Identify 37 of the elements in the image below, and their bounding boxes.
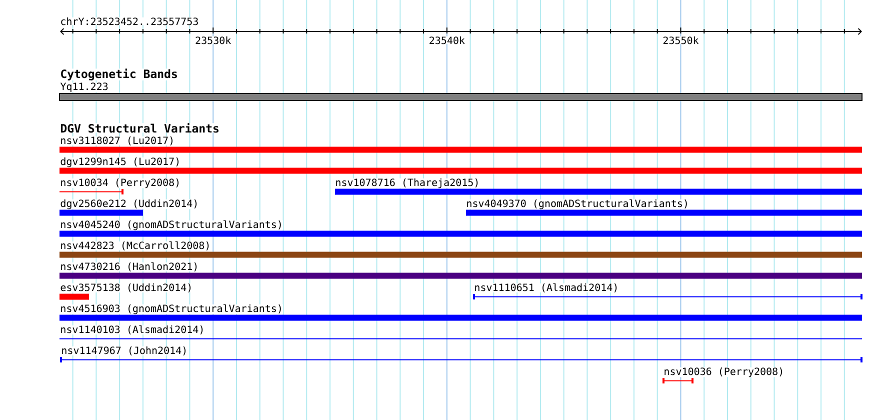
node-label: nsv3118027 (Lu2017) (61, 136, 172, 146)
node-label: esv3575138 (Uddin2014) (60, 283, 191, 292)
node-label: nsv10034 (Perry2008) (61, 178, 179, 188)
variant-bar: dgv2560e212 (Uddin2014) (60, 199, 199, 216)
track-title: DGV Structural Variants (60, 123, 220, 133)
node-label: nsv1147967 (John2014) (62, 346, 186, 356)
node-label: nsv4045240 (gnomADStructuralVariants) (61, 220, 281, 230)
tick-label: 23550k (662, 36, 699, 44)
node-label: nsv4049370 (gnomADStructuralVariants) (467, 199, 687, 210)
node-label: nsv4730216 (Hanlon2021) (61, 262, 197, 272)
variant-bar: nsv442823 (McCarroll2008) (60, 241, 862, 258)
chromosome-band: Yq11.223 (59, 82, 862, 101)
variant-bar: dgv1299n145 (Lu2017) (60, 157, 862, 174)
variant-bar: nsv4730216 (Hanlon2021) (60, 262, 862, 279)
variant-bar: nsv10036 (Perry2008) (662, 367, 784, 384)
node-label: dgv1299n145 (Lu2017) (60, 157, 179, 168)
node-label: nsv1140103 (Alsmadi2014) (61, 325, 203, 334)
variant-bar: nsv1110651 (Alsmadi2014) (473, 283, 862, 300)
tick-label: 23540k (428, 36, 465, 44)
variant-bar: nsv4045240 (gnomADStructuralVariants) (60, 220, 862, 237)
node-label: nsv1078716 (Thareja2015) (336, 178, 478, 188)
variant-bar: nsv3118027 (Lu2017) (60, 136, 862, 153)
node-label: nsv1110651 (Alsmadi2014) (475, 283, 617, 292)
node-label: nsv10036 (Perry2008) (664, 367, 782, 378)
coordinate-label: chrY:23523452..23557753 (60, 17, 199, 26)
variant-bar: nsv1078716 (Thareja2015) (335, 178, 862, 195)
variant-bar: nsv10034 (Perry2008) (59, 178, 181, 194)
node-label: nsv442823 (McCarroll2008) (61, 241, 209, 250)
node-label: dgv2560e212 (Uddin2014) (60, 199, 197, 210)
tick-label: 23530k (195, 36, 232, 44)
node-label: nsv4516903 (gnomADStructuralVariants) (61, 304, 281, 314)
variant-bar: nsv1147967 (John2014) (60, 346, 862, 362)
variant-bar: esv3575138 (Uddin2014) (60, 283, 193, 300)
node-label: Yq11.223 (60, 82, 108, 92)
variant-bar: nsv4049370 (gnomADStructuralVariants) (466, 199, 862, 216)
variant-bar: nsv4516903 (gnomADStructuralVariants) (60, 304, 862, 321)
variant-bar: nsv1140103 (Alsmadi2014) (59, 325, 862, 340)
